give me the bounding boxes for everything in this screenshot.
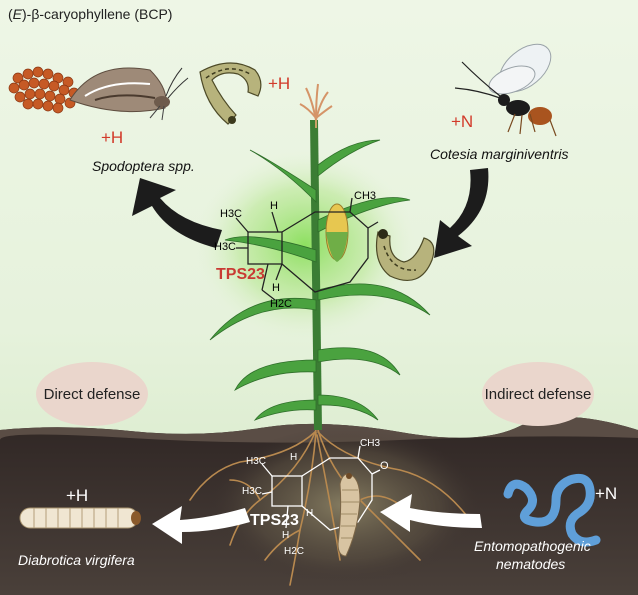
spodoptera-moth	[69, 67, 189, 121]
bcp-molecule-above	[235, 197, 379, 301]
tassel	[299, 83, 333, 121]
direct-defense-badge: Direct defense	[36, 362, 148, 426]
arrow-from-cotesia	[434, 168, 489, 258]
arrow-from-nematodes	[380, 494, 482, 532]
atom-h3c-2: H3C	[214, 241, 237, 253]
atom-h-bottom: H	[272, 282, 280, 294]
bcp-molecule-below	[261, 445, 381, 531]
atom-h3c-1: H3C	[220, 208, 243, 220]
atom-below-o: O	[380, 460, 389, 472]
atom-below-h3c-2: H3C	[242, 486, 263, 497]
indirect-defense-badge: Indirect defense	[482, 362, 594, 426]
atom-below-h-bottom: H	[282, 530, 290, 541]
atom-h-top: H	[270, 200, 278, 212]
egg-mass	[8, 66, 80, 114]
root-larva-vertical	[337, 473, 361, 557]
arrow-to-spodoptera	[132, 178, 222, 248]
cotesia-wasp	[454, 43, 557, 137]
nematode-label-2: nematodes	[496, 556, 566, 572]
atom-below-h-mid: H	[306, 508, 314, 519]
atom-h2c: H2C	[270, 298, 293, 310]
diabrotica-h-label: +H	[66, 486, 89, 505]
cotesia-label: Cotesia marginiventris	[430, 146, 569, 162]
spodoptera-label: Spodoptera spp.	[92, 158, 195, 174]
spodoptera-larva	[199, 62, 262, 125]
larva-h-label: +H	[268, 74, 291, 93]
wasp-n-label: +N	[451, 112, 474, 131]
corn-plant	[209, 83, 431, 431]
arrow-to-diabrotica	[152, 506, 250, 544]
tps23-below-label: TPS23	[250, 512, 299, 529]
corn-ear	[325, 203, 349, 262]
atom-ch3: CH3	[354, 190, 377, 202]
diabrotica-larva	[19, 507, 141, 529]
nematode-label-1: Entomopathogenic	[474, 538, 591, 554]
atom-below-h-top: H	[290, 452, 298, 463]
moth-h-label: +H	[101, 128, 124, 147]
tps23-above-label: TPS23	[216, 266, 265, 283]
atom-below-ch3: CH3	[360, 438, 381, 449]
larva-on-leaf	[375, 229, 435, 281]
atom-below-h3c-1: H3C	[246, 456, 267, 467]
nematode-worm	[503, 473, 601, 547]
nematode-n-label: +N	[595, 484, 618, 503]
atom-below-h2c: H2C	[284, 546, 305, 557]
diagram-title: (E)-β-caryophyllene (BCP)	[8, 6, 173, 22]
diabrotica-label: Diabrotica virgifera	[18, 552, 135, 568]
